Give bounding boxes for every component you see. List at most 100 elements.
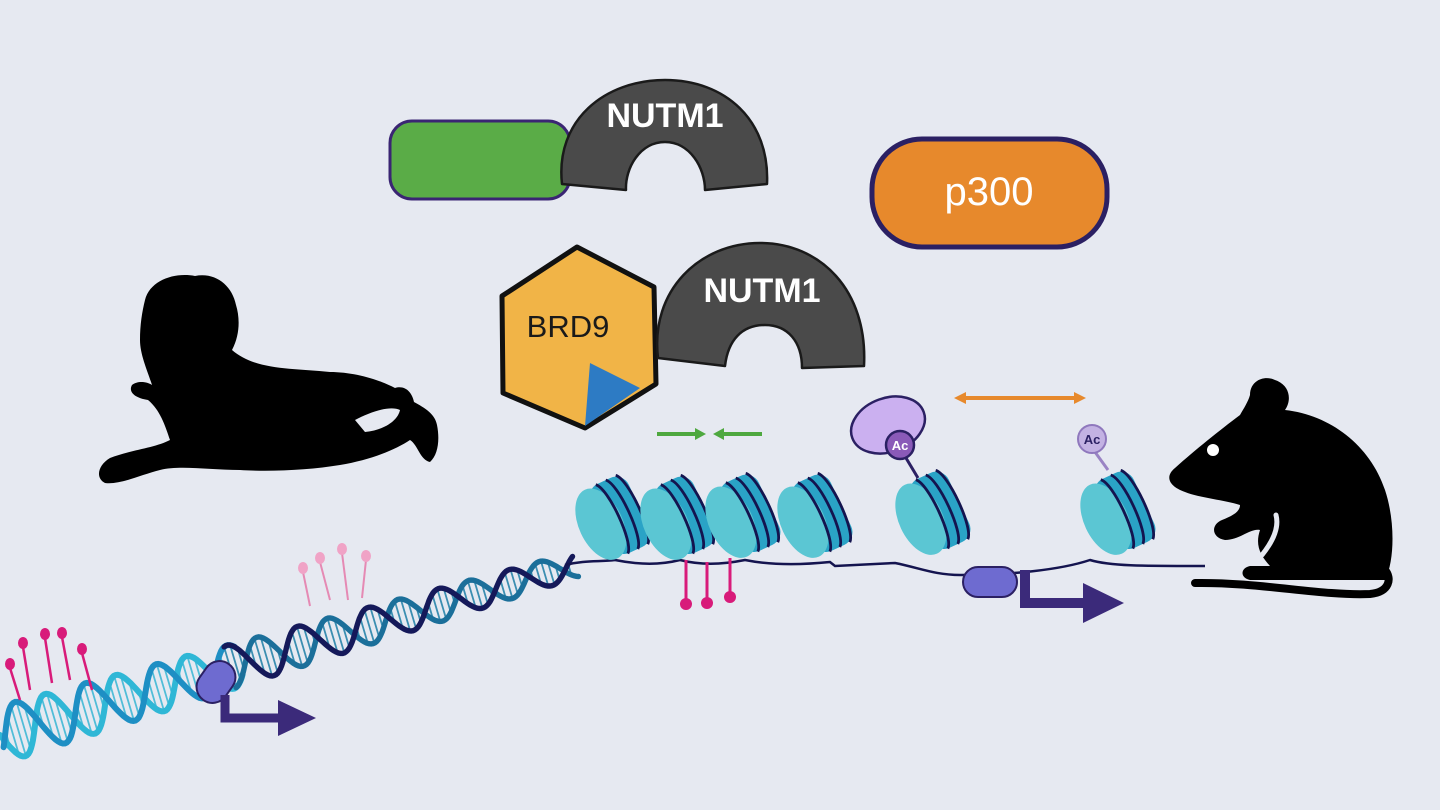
ac-free-label: Ac (1084, 432, 1101, 447)
dna-methylation-marks-chromatin (680, 558, 736, 610)
dna-base-pair (150, 668, 165, 712)
nucleosome (705, 472, 781, 558)
dna-strand-b (221, 553, 576, 679)
dna-base-pair (407, 601, 418, 630)
dna-base-pair (89, 683, 103, 724)
dna-base-pair (15, 701, 32, 750)
p300-protein: p300 (869, 136, 1110, 250)
dna-base-pair (473, 580, 484, 609)
dna-base-pair (431, 593, 442, 622)
methyl-stalk (60, 636, 72, 681)
nucleosome (895, 469, 971, 555)
nucleosome (777, 472, 853, 558)
dna-base-pair (119, 675, 135, 722)
dna-base-pair (326, 618, 339, 654)
dna-base-pair (113, 675, 128, 719)
dna-base-pair (369, 606, 381, 639)
dna-base-pair (333, 618, 346, 654)
methyl-stalk (302, 571, 311, 607)
compaction-arrows (657, 428, 762, 440)
mouse-silhouette (1169, 378, 1393, 599)
ac-bound-label: Ac (892, 438, 909, 453)
dna-wrap (1110, 473, 1146, 545)
methyl-stalk (80, 652, 94, 691)
dna-base-pair (229, 644, 242, 681)
dna-wrap (925, 473, 961, 545)
methyl-head (298, 562, 308, 574)
dna-wrap (797, 481, 833, 553)
methyl-head (5, 658, 15, 670)
transcription-start-arrow-helix (220, 695, 316, 736)
methyl-head (337, 543, 347, 555)
dna-wrap (915, 478, 951, 550)
methyl-stalk (8, 667, 22, 701)
transcription-factor-chromatin (962, 566, 1018, 598)
methyl-stalk (319, 561, 331, 601)
dna-strand-a (0, 652, 246, 760)
nutm1-protein-top: NUTM1 (560, 78, 769, 192)
dna-base-pair (78, 691, 93, 735)
dna-methylation-marks-pink (298, 543, 371, 607)
p300-label: p300 (945, 170, 1034, 214)
dna-wrap (817, 472, 853, 543)
dna-base-pair (442, 588, 452, 613)
dna-base-pair (436, 588, 448, 620)
nutm1-top-label: NUTM1 (606, 97, 723, 135)
histone-acetylation-bound: Ac (849, 395, 927, 479)
dna-wrap (935, 469, 971, 540)
nucleosome (575, 474, 651, 560)
infant-silhouette (98, 275, 439, 484)
dna-base-pair (259, 636, 274, 677)
dna-base-pair (399, 598, 412, 632)
brd9-label: BRD9 (527, 309, 610, 344)
dna-wrap (680, 474, 716, 545)
dna-wrap (660, 483, 696, 555)
methyl-head (18, 637, 28, 649)
dna-base-pair (46, 693, 63, 744)
spreading-arrow (954, 392, 1086, 404)
methyl-head (77, 643, 87, 655)
nutm1-bottom-label: NUTM1 (703, 272, 820, 310)
dna-base-pair (267, 641, 279, 674)
dna-wrap (670, 478, 706, 550)
methyl-stalk (43, 637, 54, 684)
dna-base-pair (503, 572, 514, 599)
dna-wrap (735, 476, 771, 548)
transcription-factor-helix (195, 660, 237, 704)
dna-wrap (605, 478, 641, 550)
dna-base-pair (40, 696, 55, 738)
dna-base-pair (393, 600, 404, 629)
chromatin-linker-dna (564, 558, 1206, 577)
transcription-start-arrow-chromatin (1020, 570, 1124, 623)
histone-acetylation-free: Ac (1077, 424, 1110, 471)
dna-base-pair (82, 683, 99, 732)
dna-base-pair (540, 560, 550, 587)
dna-wrap (1120, 469, 1156, 540)
methyl-stalk (341, 552, 349, 601)
chromatin-nucleosome-array (575, 469, 1156, 560)
dna-base-pair (253, 638, 266, 674)
methyl-head (361, 550, 371, 562)
nucleosome (640, 474, 716, 560)
methyl-stalk (21, 646, 32, 691)
dna-base-pair (155, 663, 171, 707)
methyl-stalk (361, 559, 367, 599)
nutm1-protein-bottom: NUTM1 (655, 241, 866, 370)
dna-base-pair (546, 561, 556, 585)
dna-wrap (595, 483, 631, 555)
dna-wrap (615, 474, 651, 545)
dna-methylation-marks-magenta (5, 627, 94, 701)
dna-wrap (1100, 478, 1136, 550)
dna-base-pair (10, 705, 27, 757)
dna-strand-a (233, 558, 582, 691)
dna-base-pair (296, 626, 309, 664)
dna-base-pair (359, 616, 369, 644)
dna-wrap (745, 472, 781, 543)
methyl-head (40, 628, 50, 640)
methyl-head (315, 552, 325, 564)
dna-base-pair (291, 631, 304, 667)
mouse-eye (1207, 444, 1219, 456)
dna-wrap (807, 476, 843, 548)
brd9-bromodomain-wedge (585, 363, 640, 426)
nucleosome (1080, 469, 1156, 555)
